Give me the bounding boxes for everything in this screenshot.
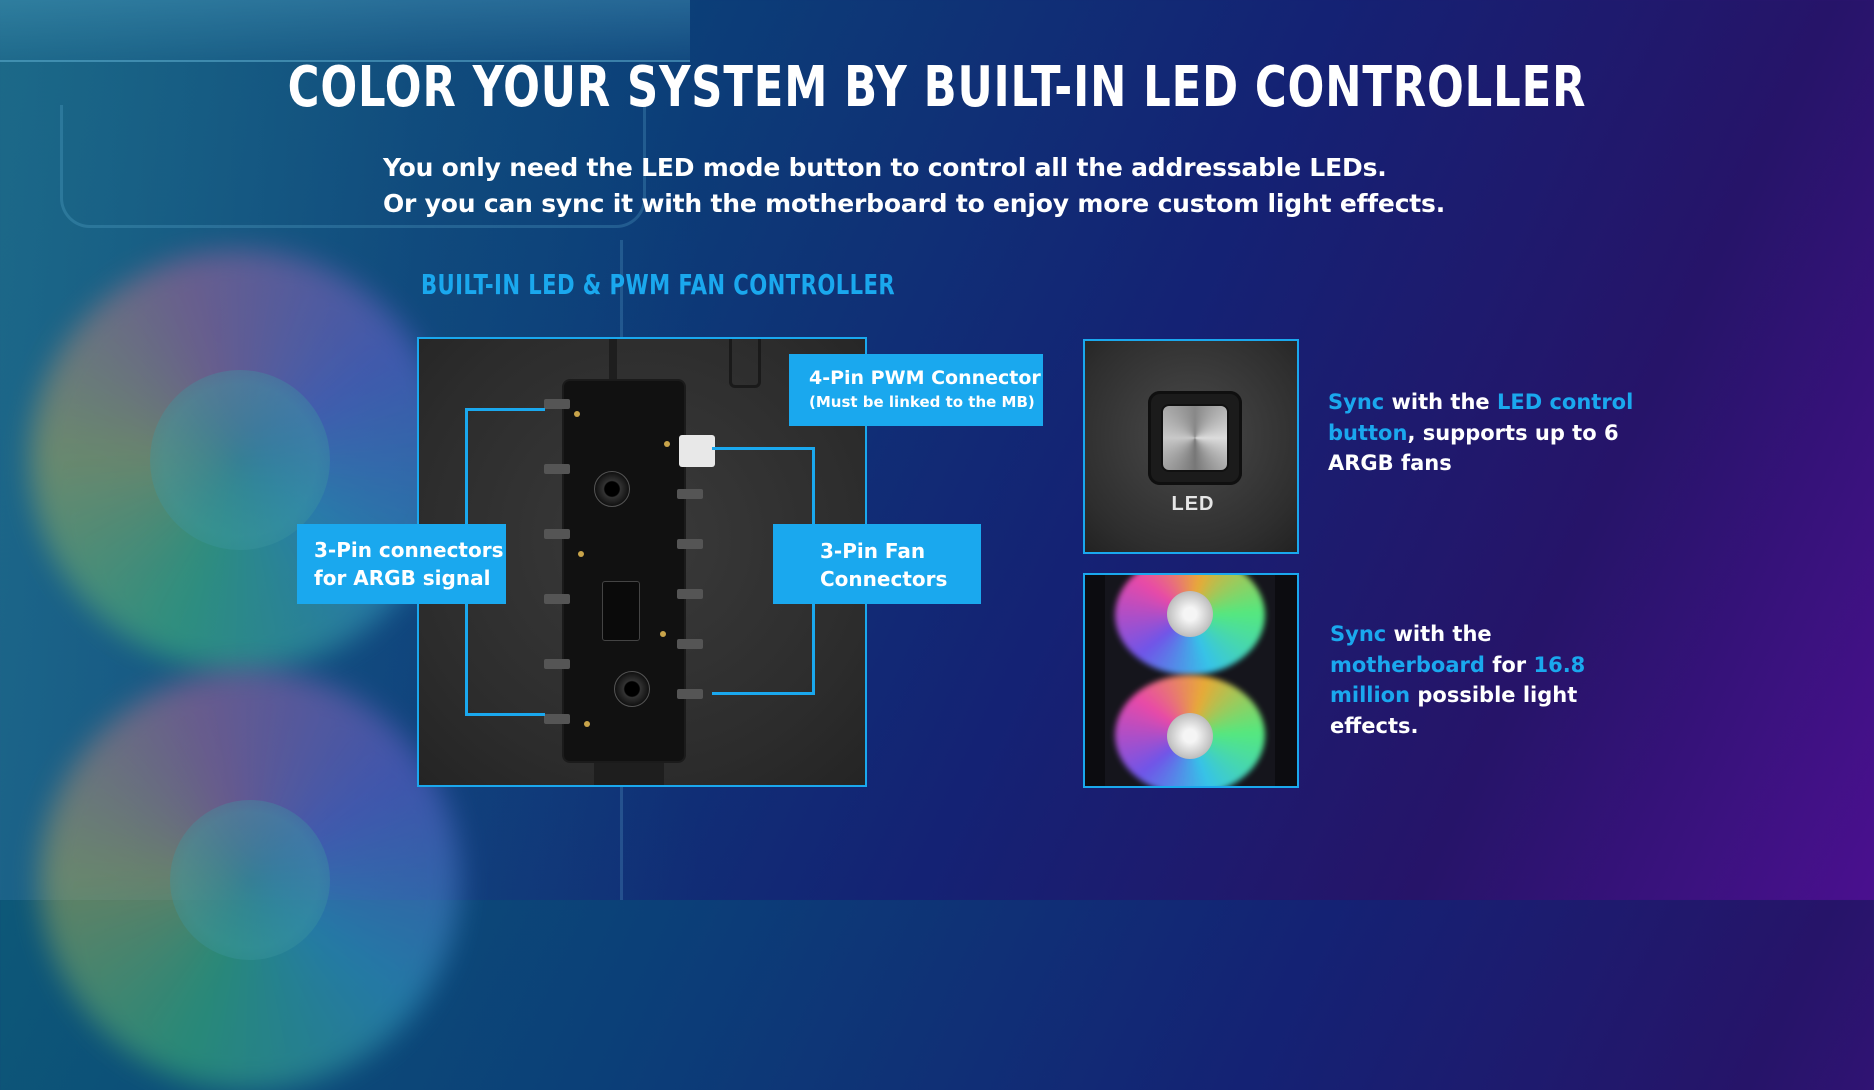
for-text: for	[1484, 652, 1534, 677]
pin-header	[677, 539, 703, 549]
sync-highlight: Sync	[1330, 622, 1387, 646]
fan-frame-right	[1275, 575, 1297, 786]
pin-header	[544, 659, 570, 669]
pwm-callout-title: 4-Pin PWM Connector	[809, 367, 1041, 389]
case-bevel	[60, 105, 646, 228]
background-fan-hub-top	[150, 370, 330, 550]
pin-header	[677, 639, 703, 649]
led-button-label: LED	[1171, 493, 1215, 515]
pwm-plug	[729, 339, 761, 388]
fan-frame-left	[1085, 575, 1105, 786]
pin-header	[544, 594, 570, 604]
pin-header	[677, 589, 703, 599]
pcb-pad	[578, 551, 584, 557]
pcb-buzzer-2	[614, 671, 650, 707]
argb-callout-line-2: for ARGB signal	[314, 566, 491, 590]
pwm-callout-note: (Must be linked to the MB)	[809, 393, 1035, 411]
controller-pcb	[564, 381, 684, 761]
pcb-buzzer	[594, 471, 630, 507]
case-top-panel	[0, 0, 690, 62]
pcb-pad	[584, 721, 590, 727]
subtitle-line-2: Or you can sync it with the motherboard …	[383, 189, 1446, 218]
pcb-pad	[664, 441, 670, 447]
background-fan-hub-bottom	[170, 800, 330, 960]
subtitle-line-1: You only need the LED mode button to con…	[383, 153, 1387, 182]
pin-header	[544, 529, 570, 539]
supports-text: , supports up to 6 ARGB fans	[1328, 420, 1619, 476]
fan-connector-callout: 3-Pin Fan Connectors	[773, 524, 981, 604]
motherboard-highlight: motherboard	[1330, 652, 1485, 677]
argb-callout-line-1: 3-Pin connectors	[314, 538, 504, 562]
section-title: BUILT-IN LED & PWM FAN CONTROLLER	[421, 268, 896, 301]
pcb-pad	[660, 631, 666, 637]
pcb-pad	[574, 411, 580, 417]
pin-header	[544, 714, 570, 724]
light-effects-text: possible light effects.	[1330, 683, 1578, 738]
fan-callout-line-2: Connectors	[820, 567, 948, 591]
argb-fans-photo	[1083, 573, 1299, 788]
led-control-button-highlight: LED control button	[1328, 390, 1634, 445]
led-button-face	[1161, 404, 1229, 472]
sync-text: with the	[1384, 390, 1497, 414]
sync-led-description: Sync with the LED control button, suppor…	[1328, 387, 1648, 479]
page-headline: COLOR YOUR SYSTEM BY BUILT-IN LED CONTRO…	[287, 55, 1587, 120]
million-highlight: 16.8 million	[1330, 652, 1586, 708]
cable-top	[609, 339, 617, 383]
sync-highlight: Sync	[1328, 390, 1385, 414]
white-connector	[679, 435, 715, 467]
pin-header	[544, 464, 570, 474]
argb-fan-hub-top	[1167, 591, 1213, 637]
pin-header	[677, 689, 703, 699]
with-the-text: with the	[1386, 622, 1492, 646]
pwm-connector-callout: 4-Pin PWM Connector (Must be linked to t…	[789, 354, 1043, 426]
pin-header	[544, 399, 570, 409]
fan-callout-line-1: 3-Pin Fan	[820, 539, 926, 563]
argb-fan-hub-bottom	[1167, 713, 1213, 759]
led-button-photo: LED	[1083, 339, 1299, 554]
pcb-chip	[602, 581, 640, 641]
sync-motherboard-description: Sync with the motherboard for 16.8 milli…	[1330, 619, 1630, 741]
led-button-icon	[1148, 391, 1242, 485]
pin-header	[677, 489, 703, 499]
argb-connector-callout: 3-Pin connectors for ARGB signal	[297, 524, 506, 604]
